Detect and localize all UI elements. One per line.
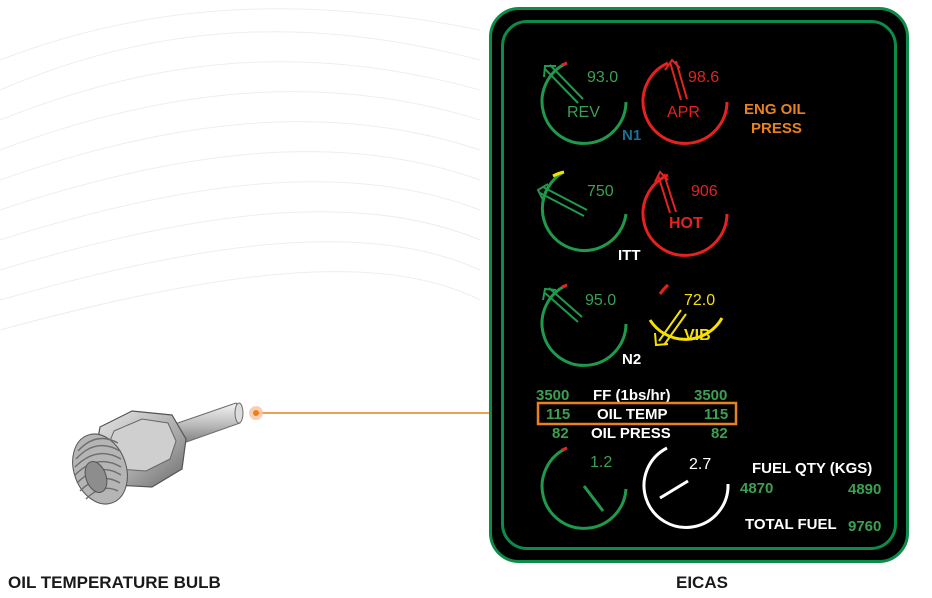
n2-vib-status: VIB [684, 327, 711, 344]
itt-hot-status: HOT [669, 215, 703, 232]
n2-left-gauge: 95.0 [540, 283, 628, 367]
n2-right-gauge: 72.0 VIB [648, 283, 724, 347]
n2-right-value: 72.0 [684, 292, 715, 309]
hyd-right-gauge: 2.7 [642, 446, 730, 529]
n2-title: N2 [622, 351, 641, 368]
eicas-label: EICAS [676, 573, 728, 592]
itt-right-gauge: 906 HOT [641, 170, 729, 257]
n1-right-gauge: 98.6 APR [641, 58, 729, 145]
n1-left-value: 93.0 [587, 69, 618, 86]
hyd-right-value: 2.7 [689, 456, 711, 473]
oil-temp-left-value: 115 [546, 406, 570, 423]
ff-left-value: 3500 [536, 387, 569, 404]
itt-left-gauge: 750 [536, 170, 628, 252]
fuel-right-qty: 4890 [848, 481, 881, 498]
oil-press-right-value: 82 [711, 425, 728, 442]
ff-right-value: 3500 [694, 387, 727, 404]
n1-right-value: 98.6 [688, 69, 719, 86]
n1-right-mode: APR [667, 104, 700, 121]
eicas-display-inner-border [501, 20, 897, 550]
n1-left-mode: REV [567, 104, 600, 121]
oil-press-left-value: 82 [552, 425, 569, 442]
eng-oil-press-caution-line2: PRESS [751, 120, 802, 137]
hyd-left-value: 1.2 [590, 454, 612, 471]
total-fuel-label: TOTAL FUEL [745, 516, 837, 533]
oil-press-label: OIL PRESS [591, 425, 671, 442]
itt-title: ITT [618, 247, 641, 264]
eicas-display-frame [489, 7, 909, 563]
hyd-left-gauge: 1.2 [540, 446, 628, 530]
oil-temp-highlight-box [536, 401, 738, 426]
fuel-left-qty: 4870 [740, 480, 773, 497]
ff-label: FF (1bs/hr) [593, 387, 671, 404]
total-fuel-value: 9760 [848, 518, 881, 535]
fuel-qty-title: FUEL QTY (KGS) [752, 460, 872, 477]
oil-temperature-bulb-label: OIL TEMPERATURE BULB [8, 573, 221, 592]
n1-title: N1 [622, 127, 641, 144]
itt-right-value: 906 [691, 183, 718, 200]
oil-temp-right-value: 115 [704, 406, 728, 423]
eng-oil-press-caution: ENG OIL [744, 101, 806, 118]
oil-temperature-bulb-image [72, 402, 244, 505]
n1-left-gauge: 93.0 REV [540, 61, 628, 145]
itt-left-value: 750 [587, 183, 614, 200]
oil-temp-label: OIL TEMP [597, 406, 668, 423]
n2-left-value: 95.0 [585, 292, 616, 309]
